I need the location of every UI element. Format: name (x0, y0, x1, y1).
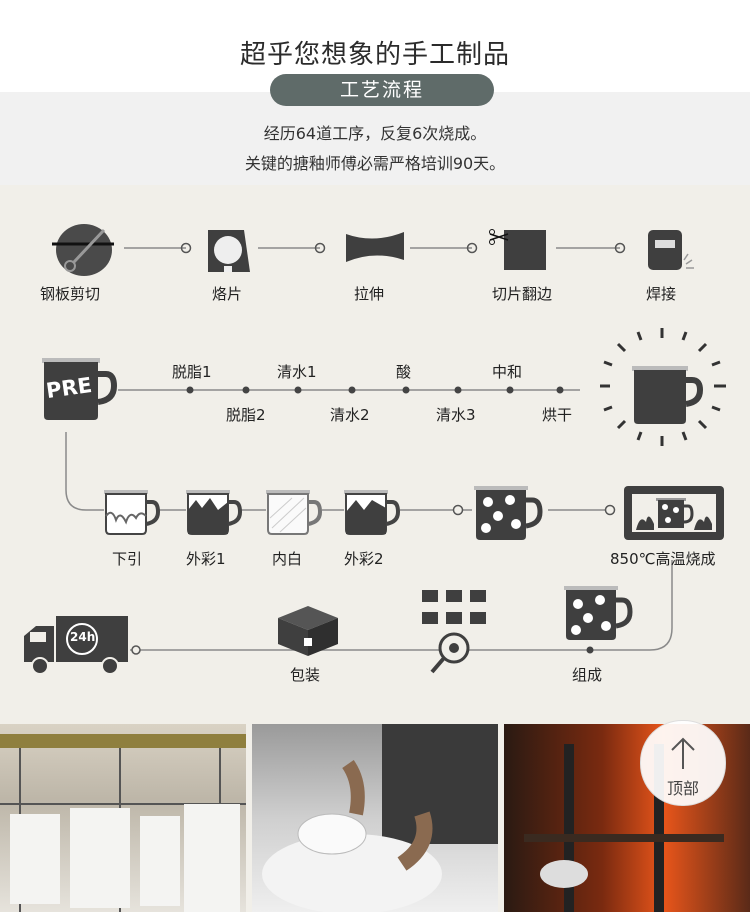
desc-line-2: 关键的搪釉师傅必需严格培训90天。 (244, 154, 506, 173)
process-connectors (65, 242, 673, 655)
step-weld: 焊接 (646, 285, 677, 303)
step-neutralize: 中和 (492, 363, 523, 381)
outer-color-1-mug-icon (186, 490, 243, 535)
pre-mug-icon (42, 358, 118, 420)
stretch-icon (346, 232, 404, 262)
step-firing: 850℃高温烧成 (610, 550, 716, 568)
step-undercoat: 下引 (112, 550, 143, 568)
step-rinse-3: 清水3 (436, 406, 476, 424)
step-rinse-2: 清水2 (330, 406, 370, 424)
outer-color-2-mug-icon (344, 490, 401, 535)
assembled-mug-icon (564, 586, 633, 640)
arrow-up-icon (671, 737, 695, 769)
drip-mug-icon (104, 490, 161, 535)
stamp-piece-icon (208, 230, 250, 272)
step-steel-cut: 钢板剪切 (40, 285, 101, 303)
delivery-truck-icon (24, 616, 128, 675)
step-stretch: 拉伸 (354, 285, 385, 303)
photo-enamel-racks (0, 724, 246, 912)
trim-flange-icon (489, 229, 546, 270)
step-trim: 切片翻边 (492, 285, 553, 303)
process-badge: 工艺流程 (270, 74, 494, 106)
step-outer-1: 外彩1 (186, 550, 226, 568)
step-assemble: 组成 (572, 666, 603, 684)
steel-cut-icon (52, 224, 114, 276)
back-to-top-button[interactable]: 顶部 (640, 720, 726, 806)
step-dry: 烘干 (542, 406, 573, 424)
step-outer-2: 外彩2 (344, 550, 384, 568)
welding-icon (648, 230, 694, 270)
kiln-icon (624, 486, 724, 540)
step-pack: 包装 (290, 666, 321, 684)
flower-mug-icon (474, 486, 543, 540)
step-rinse-1: 清水1 (277, 363, 317, 381)
photo-enamel-dipping (252, 724, 498, 912)
step-degrease-1: 脱脂1 (172, 363, 212, 381)
inspection-icon (422, 590, 486, 674)
step-inner-white: 内白 (272, 550, 303, 568)
step-acid: 酸 (396, 363, 412, 381)
package-box-icon (278, 606, 338, 656)
step-stamp: 烙片 (212, 285, 243, 303)
back-to-top-label: 顶部 (666, 779, 699, 798)
desc-line-1: 经历64道工序，反复6次烧成。 (263, 124, 487, 143)
truck-24h-badge: 24h (70, 630, 96, 644)
step-degrease-2: 脱脂2 (226, 406, 266, 424)
inner-white-mug-icon (266, 490, 323, 535)
dried-mug-icon (600, 328, 726, 446)
page-title: 超乎您想象的手工制品 (239, 40, 510, 70)
